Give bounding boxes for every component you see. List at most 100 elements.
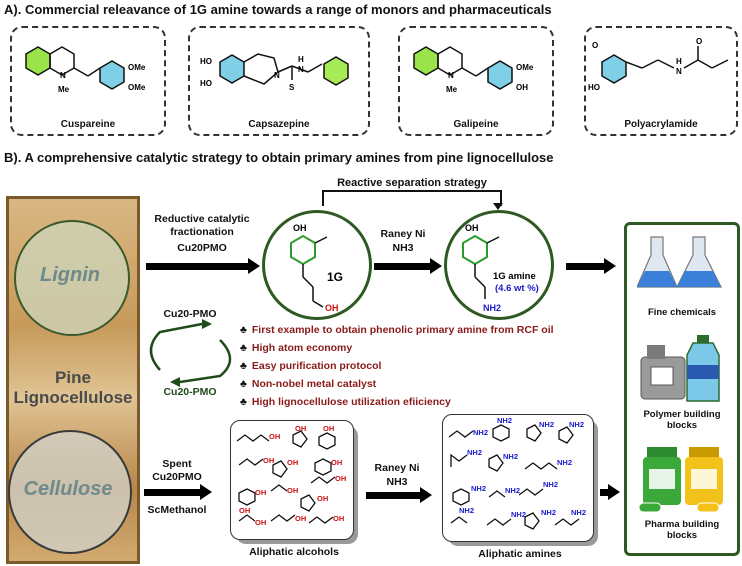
compound-card-polyacrylamide: O HO O H N Polyacrylamide: [584, 26, 738, 136]
compound-name-capsazepine: Capsazepine: [248, 119, 310, 130]
bracket-arrow-head: [493, 203, 503, 210]
reactive-separation-bracket: [322, 190, 502, 206]
capsazepine-structure: HO HO N S H N: [200, 53, 349, 92]
capsazepine-h-atom: H: [298, 55, 304, 64]
compound-1g-circle: OH 1G OH: [262, 210, 372, 320]
feature-item-5: ♣ High lignocellulose utilization efiicie…: [240, 396, 451, 408]
amine-nh2-13: NH2: [541, 508, 556, 517]
amine-nh2-12: NH2: [511, 510, 526, 519]
amine-nh2-8: NH2: [471, 484, 486, 493]
raney-top-label-2: NH3: [392, 242, 414, 254]
1g-label: 1G: [327, 270, 343, 284]
pine-title-1: Pine: [55, 368, 91, 387]
cellulose-circle: [8, 430, 132, 554]
products-arrow-bottom: [600, 484, 620, 500]
compound-name-cuspareine: Cuspareine: [60, 119, 116, 130]
feature-text: First example to obtain phenolic primary…: [251, 324, 554, 336]
feature-text: High lignocellulose utilization efiicien…: [251, 396, 451, 408]
polyacrylamide-structure: O HO O H N: [588, 37, 729, 92]
spent-label-2: Cu20PMO: [152, 471, 202, 483]
cuspareine-n-atom: N: [60, 71, 66, 80]
cycle-label-bottom: Cu20-PMO: [163, 386, 217, 398]
alcohol-oh-7: OH: [335, 474, 346, 483]
alcohols-panel: OH OH OH OH OH OH OH OH OH OH OH OH OH O…: [230, 420, 354, 540]
club-icon: ♣: [240, 378, 247, 390]
feature-text: Non-nobel metal catalyst: [251, 378, 377, 390]
alcohols-structures: OH OH OH OH OH OH OH OH OH OH OH OH OH O…: [236, 424, 346, 527]
amine-nh2: NH2: [483, 303, 501, 313]
raney-top-arrow: [374, 258, 442, 274]
club-icon: ♣: [240, 360, 247, 372]
alcohol-oh-13: OH: [333, 514, 344, 523]
galipeine-structure: N Me OMe OH: [413, 46, 534, 94]
compound-card-capsazepine: HO HO N S H N Capsazepine: [188, 26, 370, 136]
pine-title-2: Lignocellulose: [13, 388, 133, 407]
amine-1g-yield: (4.6 wt %): [495, 283, 539, 294]
amine-1g-structure: OH 1G amine (4.6 wt %) NH2: [462, 223, 539, 313]
panel-b-title: B). A comprehensive catalytic strategy t…: [4, 150, 554, 165]
amine-nh2-11: NH2: [459, 506, 474, 515]
solvent-label: ScMethanol: [147, 504, 207, 516]
alcohol-oh-5: OH: [287, 458, 298, 467]
polyacrylamide-n-atom: N: [676, 67, 682, 76]
cuspareine-ome-1: OMe: [128, 63, 146, 72]
spent-label-1: Spent: [162, 458, 192, 470]
galipeine-me-label: Me: [446, 85, 458, 94]
feature-text: Easy purification protocol: [251, 360, 382, 372]
alcohol-oh-9: OH: [287, 486, 298, 495]
galipeine-n-atom: N: [448, 71, 454, 80]
cuspareine-ome-2: OMe: [128, 83, 146, 92]
alcohol-oh-10: OH: [317, 494, 328, 503]
lignin-label: Lignin: [40, 264, 100, 286]
panel-a-title: A). Commercial releavance of 1G amine to…: [4, 2, 552, 17]
rcf-label-2: fractionation: [170, 226, 234, 238]
amine-nh2-1: NH2: [473, 428, 488, 437]
amines-caption: Aliphatic amines: [478, 548, 562, 560]
cuspareine-structure: N Me OMe OMe: [25, 46, 146, 94]
amines-panel: NH2 NH2 NH2 NH2 NH2 NH2 NH2 NH2 NH2 NH2 …: [442, 414, 594, 542]
polyacrylamide-o-methoxy: O: [592, 41, 598, 50]
rcf-arrow: [146, 258, 260, 274]
bottle-icon: [640, 335, 720, 402]
amines-structures: NH2 NH2 NH2 NH2 NH2 NH2 NH2 NH2 NH2 NH2 …: [448, 416, 586, 530]
alcohols-caption: Aliphatic alcohols: [249, 546, 339, 558]
capsazepine-ho-2: HO: [200, 79, 212, 88]
polyacrylamide-h-atom: H: [676, 57, 682, 66]
alcohol-oh-2: OH: [295, 424, 306, 433]
amine-1g-circle: OH 1G amine (4.6 wt %) NH2: [444, 210, 554, 320]
compound-card-galipeine: N Me OMe OH Galipeine: [398, 26, 554, 136]
amine-nh2-14: NH2: [571, 508, 586, 517]
product-label-fine-chemicals: Fine chemicals: [647, 307, 717, 318]
rcf-label-1: Reductive catalytic: [154, 213, 250, 225]
cellulose-label: Cellulose: [23, 478, 113, 500]
amine-1g-label: 1G amine: [493, 271, 536, 282]
amine-nh2-5: NH2: [467, 448, 482, 457]
amine-nh2-4: NH2: [569, 420, 584, 429]
feature-text: High atom economy: [251, 342, 353, 354]
capsazepine-s-atom: S: [289, 83, 295, 92]
alcohol-oh-11: OH: [239, 506, 250, 515]
raney-bottom-label-2: NH3: [386, 476, 408, 488]
alcohol-oh-6: OH: [331, 458, 342, 467]
alcohol-oh-8: OH: [255, 488, 266, 497]
cycle-label-top: Cu20-PMO: [163, 308, 217, 320]
flask-icon: [637, 236, 722, 288]
amine-nh2-9: NH2: [505, 486, 520, 495]
product-label-pharma: Pharma building blocks: [644, 519, 720, 541]
cuspareine-me-label: Me: [58, 85, 70, 94]
compound-name-galipeine: Galipeine: [453, 119, 499, 130]
compound-card-cuspareine: N Me OMe OMe Cuspareine: [10, 26, 166, 136]
polyacrylamide-ho-label: HO: [588, 83, 600, 92]
1g-oh-bottom: OH: [325, 303, 339, 313]
alcohol-oh-12: OH: [295, 514, 306, 523]
club-icon: ♣: [240, 342, 247, 354]
raney-bottom-arrow: [366, 487, 432, 503]
amine-nh2-3: NH2: [539, 420, 554, 429]
capsazepine-n-atom: N: [274, 71, 280, 80]
amine-oh-top: OH: [465, 223, 479, 233]
products-panel: Fine chemicals Polymer building blocks P…: [624, 222, 740, 556]
alcohol-oh-1: OH: [269, 432, 280, 441]
capsazepine-ho-1: HO: [200, 57, 212, 66]
club-icon: ♣: [240, 396, 247, 408]
pill-bottles-icon: [638, 447, 723, 513]
